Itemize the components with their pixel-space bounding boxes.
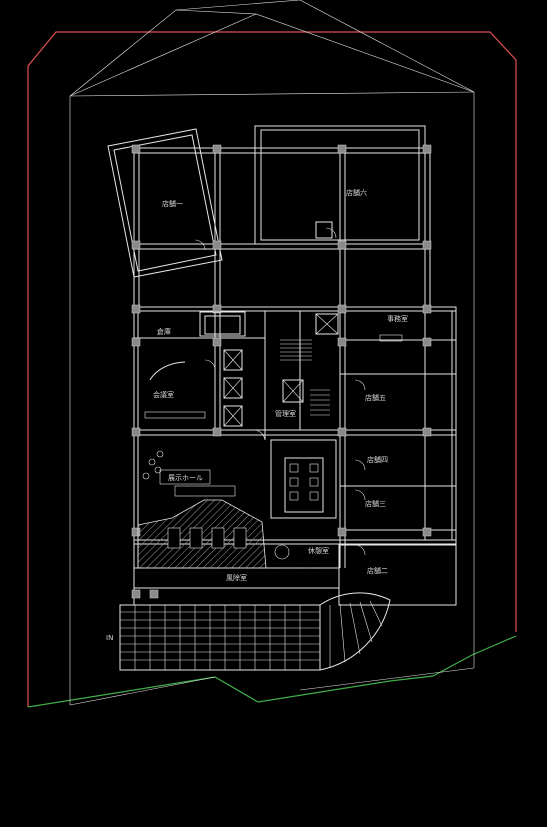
room-label-r11: 展示ホール	[168, 474, 203, 482]
entrance-steps	[119, 592, 391, 671]
room-label-r8: 店舗二	[367, 566, 388, 575]
room-labels: 店舗一 店舗六 事務室 会議室 店舗五 店舗四 店舗三 店舗二 倉庫 管理室 展…	[106, 188, 408, 642]
doors	[194, 227, 366, 556]
furniture	[142, 334, 403, 560]
room-label-r2: 店舗六	[346, 188, 367, 197]
stairs	[280, 339, 330, 416]
room-label-r10: 管理室	[275, 409, 296, 418]
room-label-r4: 会議室	[153, 390, 174, 399]
room-label-r5: 店舗五	[365, 393, 386, 402]
building-walls	[107, 125, 457, 606]
room-label-r7: 店舗三	[365, 499, 386, 508]
hatched-area-furniture	[167, 527, 247, 549]
room-label-r6: 店舗四	[367, 455, 388, 464]
site-boundary-green	[27, 635, 517, 708]
columns	[131, 144, 432, 599]
entrance-marker: IN	[106, 634, 113, 642]
core	[199, 221, 339, 427]
room-label-r13: 風除室	[226, 573, 247, 582]
room-label-r3: 事務室	[387, 314, 408, 323]
setback-lines	[69, 0, 475, 706]
site-boundary-red	[27, 31, 517, 707]
room-label-r12: 休憩室	[308, 546, 329, 555]
room-label-r9: 倉庫	[157, 327, 171, 336]
room-label-r1: 店舗一	[162, 199, 183, 208]
